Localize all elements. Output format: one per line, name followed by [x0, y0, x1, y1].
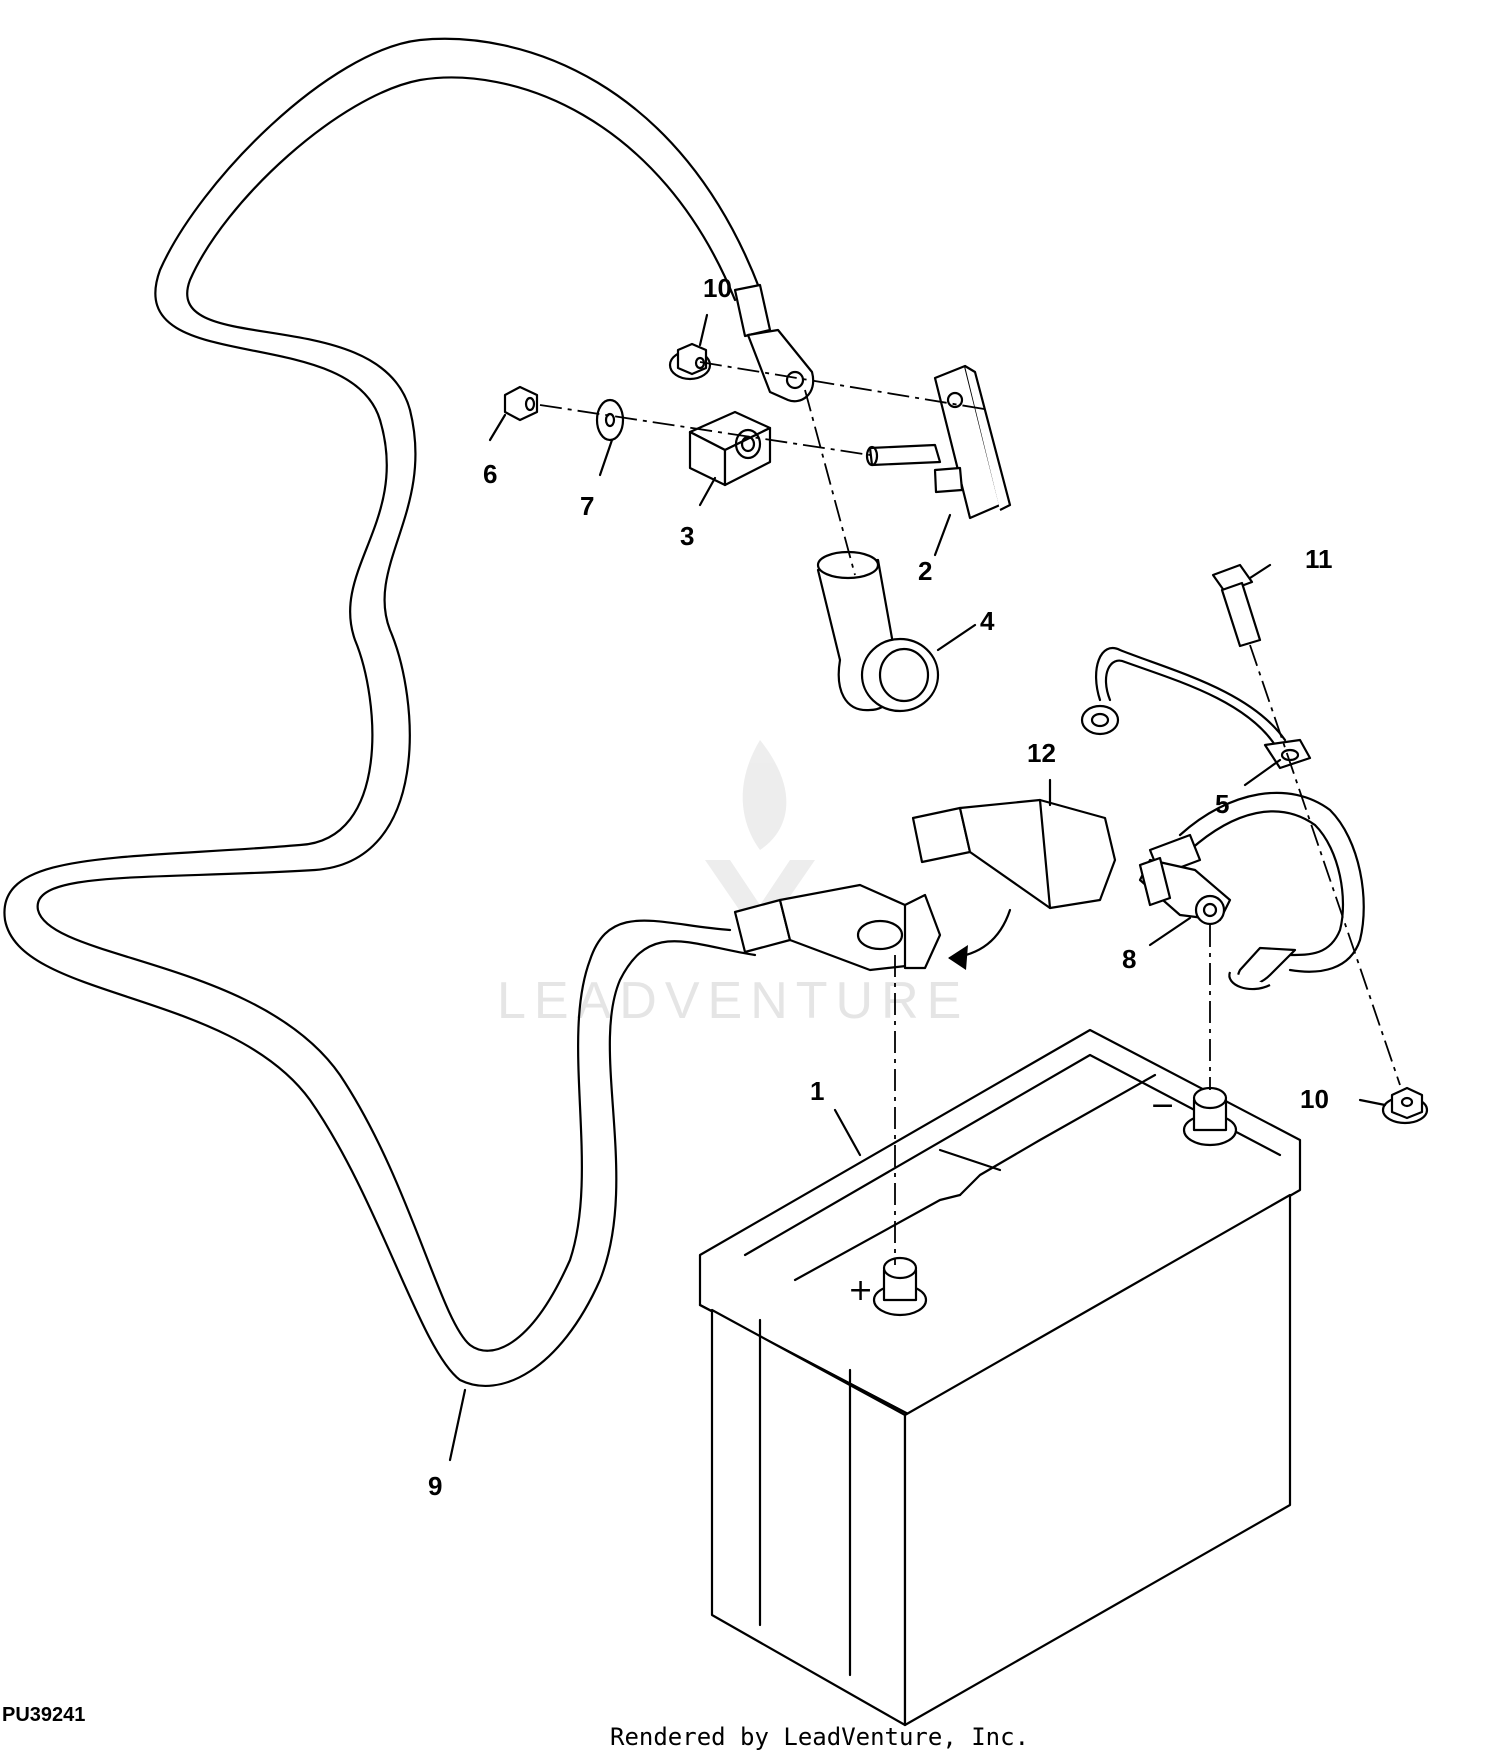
callout-10-top: 10: [703, 273, 732, 303]
figure-id: PU39241: [2, 1704, 86, 1726]
callout-2: 2: [918, 556, 932, 586]
negative-cable-part-8: [1138, 791, 1365, 991]
bolt-part-11: [1211, 563, 1262, 648]
callout-4: 4: [980, 606, 995, 636]
callout-8: 8: [1122, 944, 1136, 974]
positive-terminal-clamp: [733, 883, 942, 972]
leader-lines: [448, 313, 1387, 1462]
hex-nut-part-6: [503, 385, 539, 422]
callout-12: 12: [1027, 738, 1056, 768]
bracket-part-2: [865, 364, 1012, 520]
callout-10-bottom: 10: [1300, 1084, 1329, 1114]
square-nut-part-3: [688, 410, 772, 487]
callout-7: 7: [580, 491, 594, 521]
callout-1: 1: [810, 1076, 824, 1106]
ground-wire-part-5: [1080, 647, 1312, 770]
battery-part-1: + −: [698, 1028, 1302, 1727]
callout-5: 5: [1215, 789, 1229, 819]
positive-mark: +: [848, 1273, 873, 1308]
callout-labels: 10 6 7 3 2 4 11 12 5 8 10 1 9: [428, 273, 1333, 1501]
negative-mark: −: [1150, 1088, 1175, 1123]
callout-9: 9: [428, 1471, 442, 1501]
terminal-cover-part-12: [911, 798, 1117, 910]
flange-nut-part-10-bottom: [1381, 1086, 1429, 1125]
flange-nut-part-10-top: [668, 342, 712, 381]
terminal-boot-part-4: [816, 550, 940, 713]
positive-cable-9: [3, 37, 815, 1388]
callout-6: 6: [483, 459, 497, 489]
assembly-centerlines: [539, 361, 1401, 1265]
leadventure-watermark: LEADVENTURE: [497, 740, 969, 1030]
callout-11: 11: [1305, 544, 1333, 574]
callout-3: 3: [680, 521, 694, 551]
install-arrow: [948, 908, 1012, 970]
washer-part-7: [595, 398, 625, 442]
watermark-text: LEADVENTURE: [497, 972, 969, 1030]
render-credit: Rendered by LeadVenture, Inc.: [610, 1723, 1030, 1751]
